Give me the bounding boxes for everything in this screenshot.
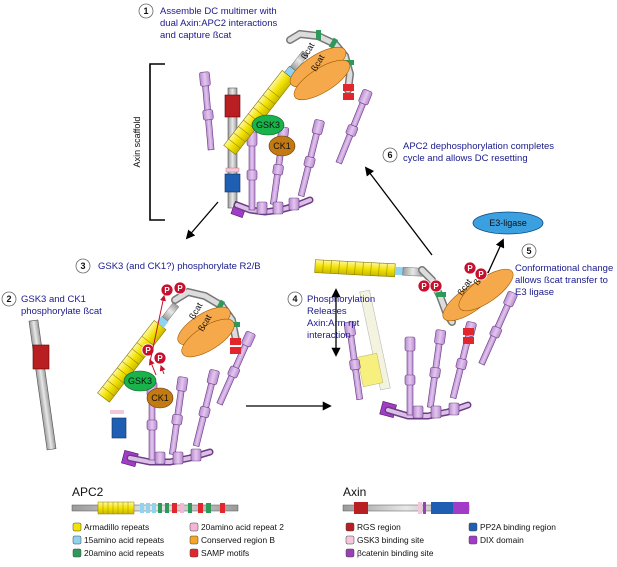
svg-text:2: 2 (6, 294, 11, 304)
svg-text:Conformational change: Conformational change (515, 263, 613, 274)
step-3: 3 GSK3 (and CK1?) phosphorylate R2/B (75, 258, 261, 274)
step-2: 2 GSK3 and CK1 phosphorylate ßcat (1, 291, 102, 317)
legend-swatch (72, 522, 82, 532)
svg-text:and capture ßcat: and capture ßcat (160, 30, 232, 41)
legend-item-label: DIX domain (480, 535, 524, 545)
svg-text:phosphorylate ßcat: phosphorylate ßcat (21, 306, 102, 317)
step-5: 5 Conformational change allows ßcat tran… (515, 243, 613, 298)
legend-swatch (72, 535, 82, 545)
ck1-enzyme (268, 135, 296, 157)
svg-text:P: P (164, 286, 170, 295)
axin-scaffold-label: Axin scaffold (132, 117, 142, 168)
legend-swatch (189, 535, 199, 545)
svg-text:4: 4 (292, 294, 297, 304)
legend-swatch (345, 522, 355, 532)
legend-swatch (345, 535, 355, 545)
legend-apc2: APC2 Armadillo repeats 15amino acid repea… (71, 485, 284, 558)
svg-text:dual Axin:APC2 interactions: dual Axin:APC2 interactions (160, 18, 277, 29)
phospho-group: P P P P (417, 261, 488, 293)
legend-swatch (189, 522, 199, 532)
e3-ligase: E3-ligase (472, 211, 544, 235)
legend-swatch (345, 548, 355, 558)
axin-legend-title: Axin (343, 485, 366, 499)
step-4: 4 Phosphorylation Releases Axin:Arm rpt … (287, 291, 375, 341)
svg-text:P: P (467, 264, 473, 273)
ck1-label: CK1 (151, 393, 169, 403)
legend-item-label: GSK3 binding site (357, 535, 424, 545)
gsk3-label: GSK3 (128, 376, 152, 386)
gsk3-label: GSK3 (256, 120, 280, 130)
legend-item-label: Armadillo repeats (84, 522, 149, 532)
legend-item-label: RGS region (357, 522, 401, 532)
e3-ligase-label: E3-ligase (489, 218, 527, 228)
axin-scaffold-bracket: Axin scaffold (132, 63, 165, 221)
svg-text:Axin:Arm rpt: Axin:Arm rpt (307, 318, 360, 329)
svg-text:APC2 dephosphorylation complet: APC2 dephosphorylation completes (403, 141, 554, 152)
svg-text:3: 3 (80, 261, 85, 271)
step-6: 6 APC2 dephosphorylation completes cycle… (382, 141, 554, 164)
svg-text:P: P (157, 354, 163, 363)
complex-top: ßcat ßcat GSK3 CK1 (199, 29, 373, 219)
svg-text:E3 ligase: E3 ligase (515, 287, 554, 298)
legend-item-label: 20amino acid repeat 2 (201, 522, 284, 532)
svg-text:cycle and allows DC resetting: cycle and allows DC resetting (403, 153, 528, 164)
gsk3-enzyme (251, 114, 285, 136)
svg-text:P: P (421, 282, 427, 291)
legend-swatch (72, 548, 82, 558)
legend-swatch (468, 522, 478, 532)
svg-text:GSK3 (and CK1?) phosphorylate: GSK3 (and CK1?) phosphorylate R2/B (98, 261, 261, 272)
legend-swatch (468, 535, 478, 545)
legend-item-label: 20amino acid repeats (84, 548, 164, 558)
svg-text:GSK3 and CK1: GSK3 and CK1 (21, 294, 86, 305)
legend-item-label: Conserved region B (201, 535, 275, 545)
legend-item-label: βcatenin binding site (357, 548, 434, 558)
svg-text:P: P (177, 284, 183, 293)
complex-left: ßcat ßcat P P P P GSK3 CK1 (28, 281, 257, 467)
phospho-group: P P P P (141, 281, 187, 365)
svg-text:Phosphorylation: Phosphorylation (307, 294, 375, 305)
legend-swatch (189, 548, 199, 558)
legend-item-label: SAMP motifs (201, 548, 249, 558)
svg-text:P: P (145, 346, 151, 355)
svg-text:P: P (433, 282, 439, 291)
svg-text:P: P (478, 270, 484, 279)
svg-text:6: 6 (387, 150, 392, 160)
legend-item-label: PP2A binding region (480, 522, 556, 532)
svg-text:Assemble DC multimer with: Assemble DC multimer with (160, 6, 277, 17)
svg-text:Releases: Releases (307, 306, 347, 317)
apc2-legend-title: APC2 (72, 485, 104, 499)
svg-text:1: 1 (143, 6, 148, 16)
svg-text:interaction: interaction (307, 330, 351, 341)
step-1: 1 Assemble DC multimer with dual Axin:AP… (138, 3, 277, 41)
svg-text:5: 5 (526, 246, 531, 256)
cycle-arrows (185, 166, 505, 411)
svg-text:allows ßcat transfer to: allows ßcat transfer to (515, 275, 608, 286)
ck1-label: CK1 (273, 141, 291, 151)
legend-item-label: 15amino acid repeats (84, 535, 164, 545)
complex-right: ßcat ßcat P P P P (314, 259, 519, 420)
